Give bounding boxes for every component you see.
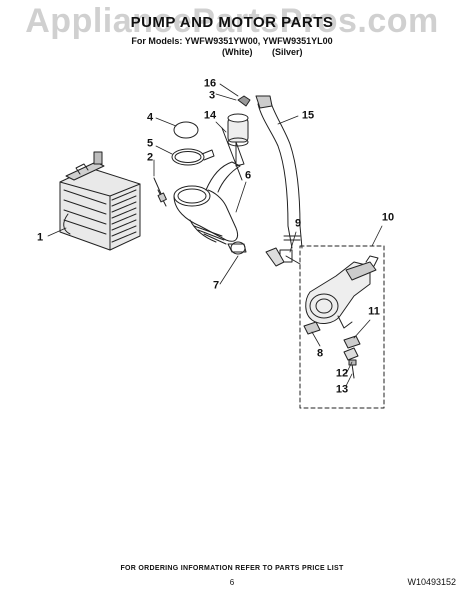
callout-10: 10 [381,211,395,224]
callout-2: 2 [146,151,154,164]
document-number: W10493152 [407,577,456,587]
callout-7: 7 [212,279,220,292]
watermark-logo: AppliancePartsPros.com [25,2,439,40]
callout-3: 3 [208,89,216,102]
variant-white-label: (White) [222,47,253,57]
callout-9: 9 [294,217,302,230]
drain-pump-kit-box [299,245,385,409]
clamp-drawing [171,148,215,166]
page-number: 6 [229,578,235,587]
ordering-note: FOR ORDERING INFORMATION REFER TO PARTS … [120,565,344,572]
mounting-parts-drawing [303,321,361,379]
drive-motor-drawing [59,151,141,251]
strainer-assembly-drawing [227,95,251,167]
drain-hose-drawing [173,161,247,255]
callout-13: 13 [335,383,349,396]
page-title: PUMP AND MOTOR PARTS [130,14,334,31]
callout-4: 4 [146,111,154,124]
seal-ring-drawing [173,121,199,139]
variant-silver-label: (Silver) [272,47,303,57]
callout-8: 8 [316,347,324,360]
callout-5: 5 [146,137,154,150]
callout-12: 12 [335,367,349,380]
callout-11: 11 [368,305,380,318]
callout-16: 16 [203,77,217,90]
callout-6: 6 [244,169,252,182]
callout-leaders [47,83,383,387]
pin-drawing [221,127,243,181]
callout-1: 1 [36,231,44,244]
callout-14: 14 [203,109,217,122]
model-numbers: For Models: YWFW9351YW00, YWFW9351YL00 [131,36,333,46]
callout-15: 15 [301,109,315,122]
screw-drawing [153,177,167,207]
drain-pump-drawing [265,247,379,329]
drain-hose-long-drawing [255,95,303,249]
